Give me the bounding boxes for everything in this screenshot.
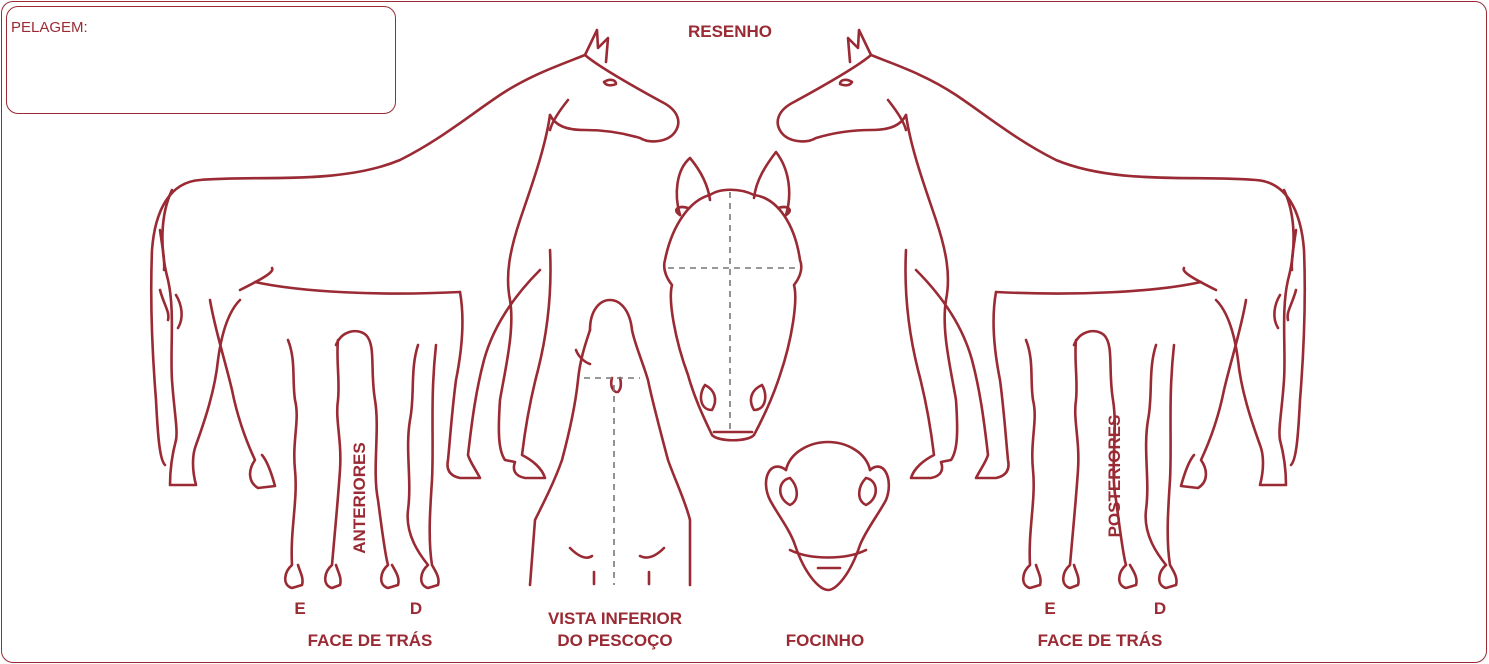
- posteriores-rear-view: [1023, 331, 1176, 588]
- anteriores-label: ANTERIORES: [350, 438, 370, 558]
- vista-inferior-label-line1: VISTA INFERIOR: [520, 609, 710, 629]
- left-horse-side-view: [151, 30, 678, 488]
- head-outline: [664, 190, 801, 441]
- neck-underside-view: [530, 300, 690, 585]
- face-tras-right-label: FACE DE TRÁS: [1020, 631, 1180, 651]
- head-right-ear: [754, 152, 789, 215]
- left-horse-eye: [604, 80, 616, 85]
- focinho-label: FOCINHO: [760, 631, 890, 651]
- left-horse-hind-leg: [170, 300, 240, 485]
- right-e-label: E: [1040, 599, 1060, 619]
- left-d-label: D: [406, 599, 426, 619]
- right-horse-side-view: [778, 30, 1305, 488]
- left-e-label: E: [290, 599, 310, 619]
- left-horse-topline: [151, 55, 585, 465]
- face-tras-left-label: FACE DE TRÁS: [290, 631, 450, 651]
- left-horse-belly: [240, 268, 460, 294]
- right-d-label: D: [1150, 599, 1170, 619]
- head-left-nostril: [701, 385, 715, 410]
- head-front-view: [664, 152, 801, 440]
- vista-inferior-label-line2: DO PESCOÇO: [520, 631, 710, 651]
- head-right-nostril: [751, 385, 765, 410]
- muzzle-view: [766, 442, 889, 590]
- left-horse-head: [550, 55, 678, 141]
- posteriores-label: POSTERIORES: [1105, 406, 1125, 546]
- page-title: RESENHO: [660, 22, 800, 42]
- left-horse-front-leg: [448, 270, 541, 478]
